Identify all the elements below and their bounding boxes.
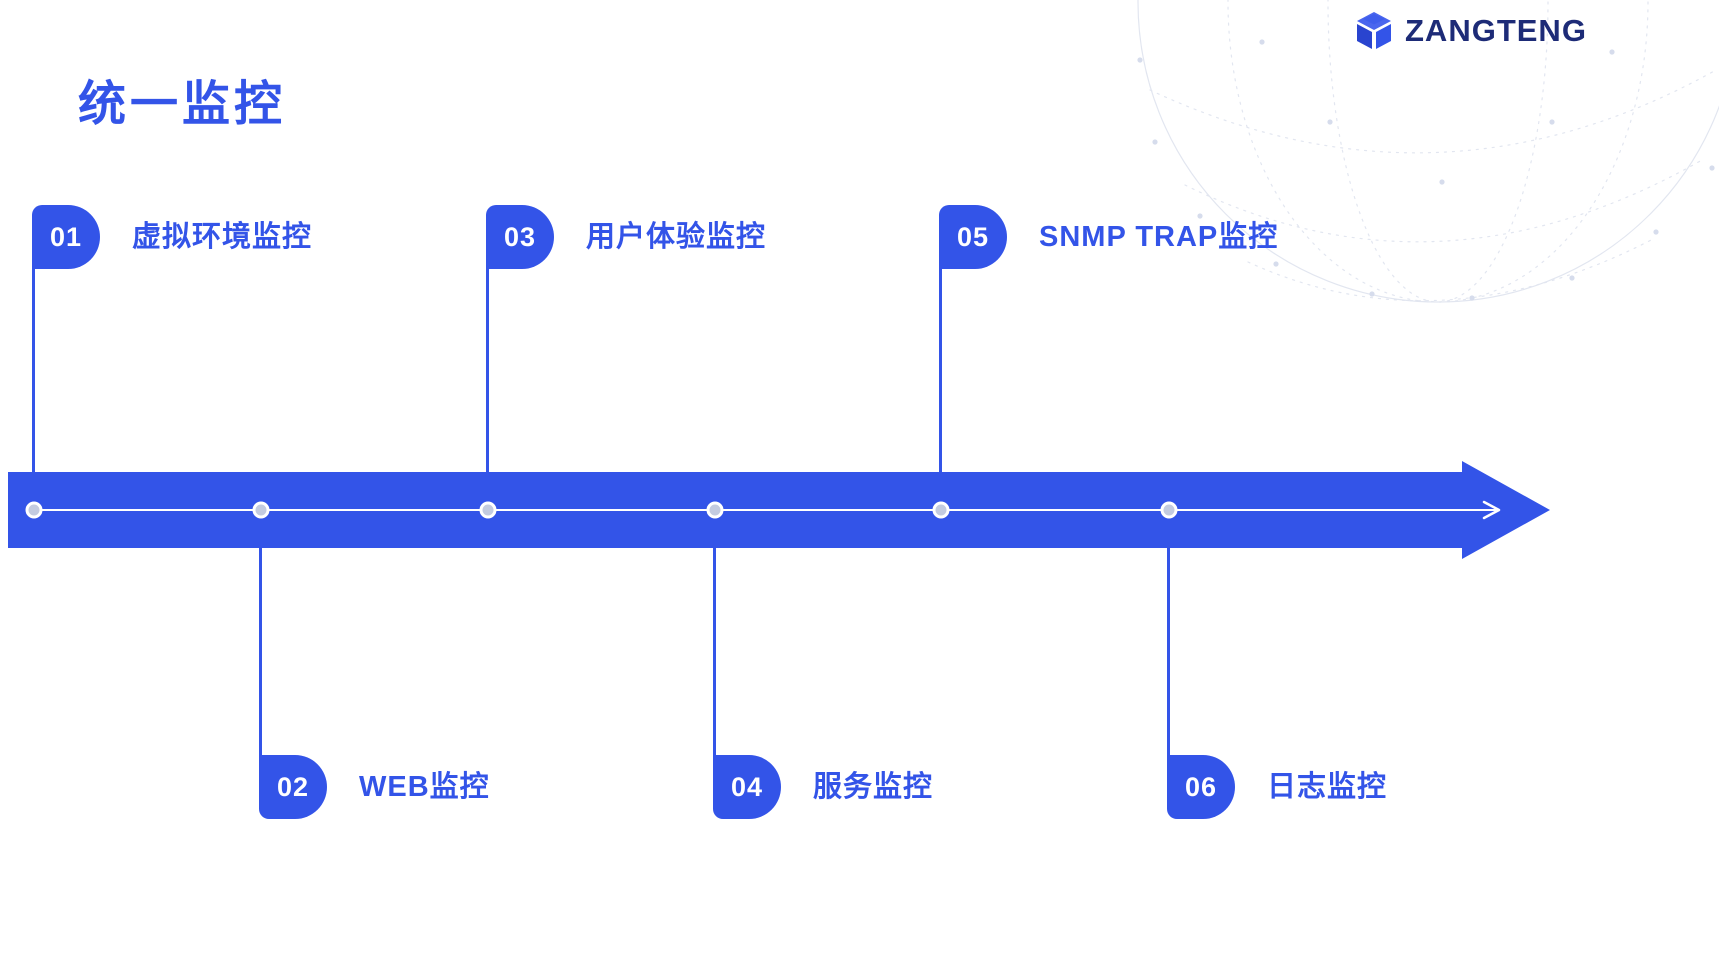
timeline-node-6 (1160, 501, 1178, 519)
step-number-badge: 04 (713, 755, 781, 819)
brand-name: ZANGTENG (1405, 13, 1587, 48)
step-number-badge: 03 (486, 205, 554, 269)
step-number-badge: 05 (939, 205, 1007, 269)
timeline-node-5 (932, 501, 950, 519)
connector-line (486, 269, 489, 472)
step-number-badge: 02 (259, 755, 327, 819)
timeline-node-2 (252, 501, 270, 519)
step-label: 虚拟环境监控 (132, 221, 313, 253)
globe-wireframe-decoration (1137, 0, 1719, 303)
step-label: 用户体验监控 (586, 221, 767, 253)
step-number-badge: 06 (1167, 755, 1235, 819)
brand-logo: ZANGTENG (1353, 10, 1587, 52)
step-label: SNMP TRAP监控 (1039, 221, 1279, 253)
step-number: 05 (956, 221, 990, 252)
connector-line (713, 548, 716, 755)
globe-node-dots (1137, 39, 1715, 301)
connector-line (1167, 548, 1170, 755)
page-title: 统一监控 (78, 78, 287, 131)
axis-arrowhead-icon (1482, 500, 1501, 520)
timeline-item-04: 04 服务监控 (713, 548, 932, 819)
step-label: 日志监控 (1267, 771, 1388, 803)
connector-line (939, 269, 942, 472)
step-number: 06 (1184, 771, 1218, 802)
timeline-item-06: 06 日志监控 (1167, 548, 1386, 819)
timeline-item-05: 05 SNMP TRAP监控 (939, 205, 1277, 472)
step-label: WEB监控 (359, 771, 490, 803)
step-number: 04 (730, 771, 764, 802)
timeline-nodes (25, 501, 1178, 519)
timeline-item-03: 03 用户体验监控 (486, 205, 765, 472)
step-number: 02 (276, 771, 310, 802)
timeline-node-1 (25, 501, 43, 519)
timeline-node-4 (706, 501, 724, 519)
timeline-node-3 (479, 501, 497, 519)
step-label: 服务监控 (813, 771, 934, 803)
timeline-item-01: 01 虚拟环境监控 (32, 205, 311, 472)
cube-logo-icon (1357, 12, 1391, 49)
timeline-item-02: 02 WEB监控 (259, 548, 489, 819)
connector-line (259, 548, 262, 755)
step-number: 03 (503, 221, 537, 252)
connector-line (32, 269, 35, 472)
step-number: 01 (49, 221, 83, 252)
step-number-badge: 01 (32, 205, 100, 269)
